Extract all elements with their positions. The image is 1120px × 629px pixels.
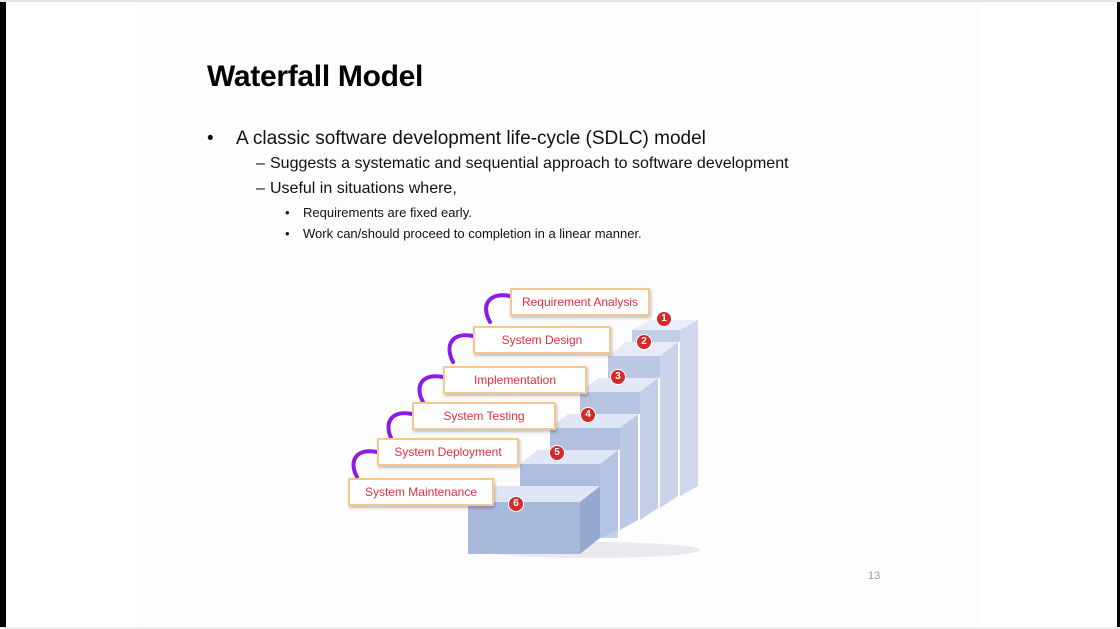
stage-number-badge-5: 5 (549, 445, 565, 461)
stage-number-badge-4: 4 (580, 407, 596, 423)
bullet-text: Suggests a systematic and sequential app… (270, 155, 789, 172)
connector-5-6 (351, 449, 379, 479)
right-letterbox-bar (1117, 2, 1120, 627)
bottom-border (0, 627, 1120, 629)
connector-3-4 (417, 374, 445, 404)
dash-marker: – (256, 155, 265, 172)
stair-step-3 (580, 378, 658, 520)
bullet-level2: –Suggests a systematic and sequential ap… (256, 155, 789, 173)
dash-marker: – (256, 180, 265, 197)
stage-label-1: Requirement Analysis (510, 288, 650, 316)
stage-label-3: Implementation (443, 366, 587, 394)
bullet-text: Work can/should proceed to completion in… (303, 226, 642, 241)
stage-connectors (351, 293, 512, 479)
stage-number-badge-2: 2 (636, 334, 652, 350)
staircase-graphic (351, 293, 700, 558)
left-letterbox-bar (0, 2, 6, 627)
stage-label-6: System Maintenance (348, 478, 494, 506)
stair-step-6 (468, 486, 600, 554)
bullet-level3: • Requirements are fixed early. (285, 205, 472, 220)
stage-number-badge-6: 6 (508, 496, 524, 512)
connector-2-3 (447, 333, 475, 364)
stair-step-4 (550, 414, 638, 530)
stair-step-5 (520, 450, 618, 538)
slide-page-number: 13 (868, 570, 881, 582)
bullet-marker: • (207, 128, 214, 149)
connector-4-5 (386, 411, 414, 442)
stage-label-4: System Testing (412, 402, 556, 430)
bullet-level2: –Useful in situations where, (256, 180, 457, 198)
bullet-level3: • Work can/should proceed to completion i… (285, 226, 642, 241)
bullet-level1: • A classic software development life-cyc… (207, 128, 706, 150)
stage-number-badge-1: 1 (656, 311, 672, 327)
bullet-text: A classic software development life-cycl… (236, 128, 706, 149)
stage-label-2: System Design (473, 326, 611, 354)
connector-1-2 (484, 293, 512, 324)
top-border (0, 0, 1120, 2)
waterfall-staircase-diagram: Requirement Analysis System Design Imple… (340, 280, 710, 560)
stage-number-badge-3: 3 (610, 369, 626, 385)
slide-title: Waterfall Model (207, 60, 424, 93)
bullet-text: Useful in situations where, (270, 180, 457, 197)
bullet-text: Requirements are fixed early. (303, 205, 472, 220)
bullet-marker: • (285, 205, 290, 220)
bullet-marker: • (285, 226, 290, 241)
stage-label-5: System Deployment (377, 438, 519, 466)
